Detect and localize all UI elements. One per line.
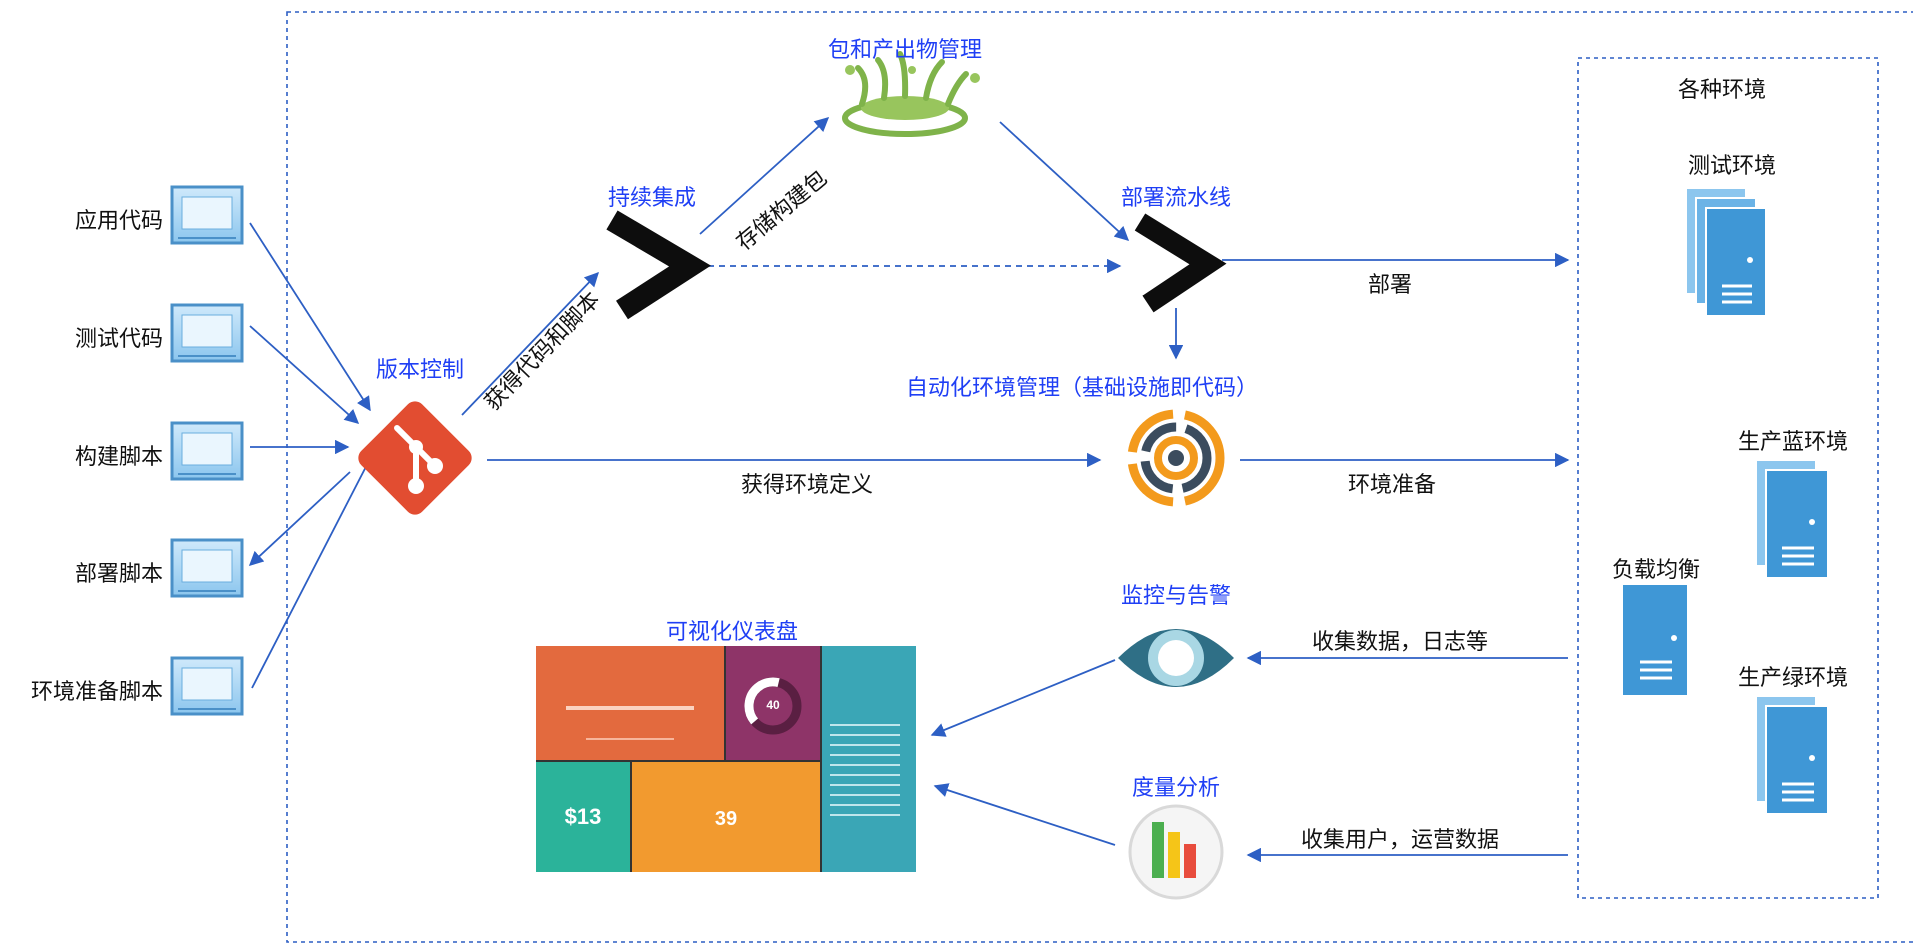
dashboard-tile: 39 — [632, 762, 820, 872]
dashboard-tile-text-line — [566, 706, 694, 710]
edge-label-env-prep: 环境准备 — [1347, 473, 1437, 498]
monitor-icon — [170, 303, 244, 363]
prod-green-environment-label: 生产绿环境 — [1737, 666, 1849, 691]
source-label: 应用代码 — [74, 209, 163, 234]
artifact-label: 包和产出物管理 — [827, 38, 983, 63]
source-label: 构建脚本 — [74, 445, 163, 470]
source-label: 测试代码 — [74, 327, 163, 352]
source-label: 部署脚本 — [74, 562, 163, 587]
edge-label-deploy: 部署 — [1367, 273, 1413, 298]
load-balancer-label: 负载均衡 — [1611, 558, 1701, 583]
monitor-icon — [170, 421, 244, 481]
dashboard-list-lines — [830, 716, 900, 820]
arrow — [248, 471, 351, 566]
gauge-value: 40 — [766, 698, 780, 712]
platform-boundary — [286, 11, 1913, 943]
environments-title: 各种环境 — [1677, 78, 1767, 103]
dashboard-tile-text-line — [586, 738, 674, 740]
monitor-icon — [170, 538, 244, 598]
count-value: 39 — [714, 808, 738, 830]
pipeline-label: 部署流水线 — [1120, 186, 1232, 211]
pipeline-logo-icon — [1134, 213, 1227, 313]
server-icon — [1621, 583, 1689, 697]
dashboard-label: 可视化仪表盘 — [665, 620, 799, 645]
edge-label-get-env-def: 获得环境定义 — [740, 473, 874, 498]
monitor-icon — [170, 185, 244, 245]
git-branch-icon — [394, 425, 443, 494]
monitor-icon — [170, 656, 244, 716]
dashboard-tile: $13 — [536, 762, 630, 872]
arrow — [249, 222, 371, 412]
dashboard-thumbnail: 40 $13 39 — [536, 646, 916, 872]
version-control-label: 版本控制 — [375, 358, 465, 383]
edge-label-collect-users: 收集用户，运营数据 — [1300, 828, 1500, 853]
edge-label-collect-logs: 收集数据，日志等 — [1311, 630, 1489, 655]
arrow — [461, 271, 599, 416]
arrow — [930, 659, 1116, 737]
dashboard-tile — [536, 646, 724, 760]
eye-icon — [1118, 629, 1234, 687]
arrow — [933, 783, 1116, 846]
server-icon — [1755, 695, 1829, 815]
splash-icon — [842, 51, 980, 137]
infrastructure-icon — [1127, 409, 1225, 507]
server-icon — [1685, 187, 1767, 317]
ci-logo-icon — [606, 210, 711, 320]
arrow — [699, 117, 830, 235]
environments-boundary — [1577, 57, 1879, 899]
source-label: 环境准备脚本 — [30, 680, 163, 705]
dashboard-tile: 40 — [726, 646, 820, 760]
dashboard-tile — [822, 646, 916, 872]
server-icon — [1755, 459, 1829, 579]
gauge-icon — [744, 677, 802, 735]
bar-chart-icon — [1128, 804, 1224, 900]
arrow — [249, 325, 360, 424]
monitoring-label: 监控与告警 — [1120, 584, 1232, 609]
money-value: $13 — [564, 804, 602, 829]
infra-label: 自动化环境管理（基础设施即代码） — [905, 376, 1259, 401]
test-environment-label: 测试环境 — [1687, 154, 1777, 179]
ci-label: 持续集成 — [607, 186, 697, 211]
arrow — [251, 453, 373, 689]
prod-blue-environment-label: 生产蓝环境 — [1737, 430, 1849, 455]
metrics-label: 度量分析 — [1131, 776, 1221, 801]
arrow — [999, 121, 1130, 241]
